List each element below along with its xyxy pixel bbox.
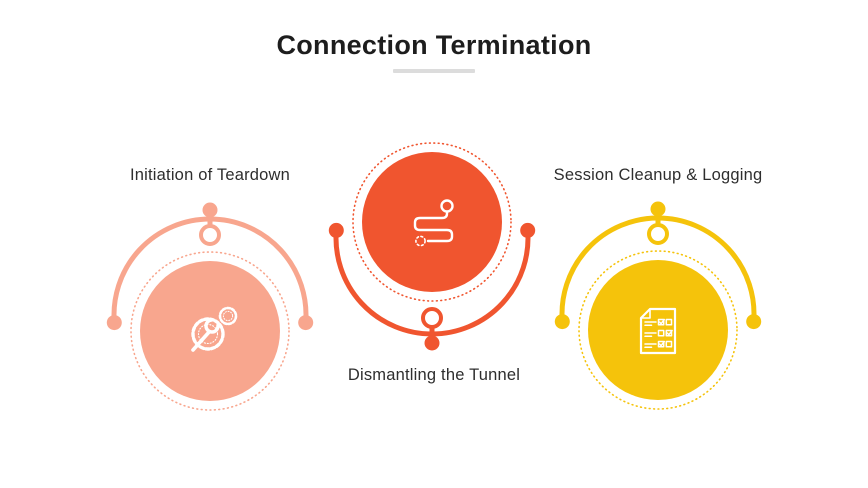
node-dismantling-the-tunnel bbox=[328, 142, 536, 351]
connector-ring bbox=[421, 307, 443, 329]
route-path bbox=[413, 211, 454, 243]
gears-wrench-icon bbox=[191, 306, 238, 352]
node-initiation-of-teardown bbox=[106, 202, 314, 411]
connector-ring bbox=[199, 224, 221, 246]
route-path-icon bbox=[413, 199, 454, 247]
route-start-dotted-circle bbox=[415, 235, 426, 247]
connector-dot-right bbox=[520, 222, 536, 238]
connector-dot-left bbox=[328, 222, 344, 238]
checkbox bbox=[657, 329, 665, 337]
large-gear bbox=[191, 317, 225, 351]
large-gear-inner-dots bbox=[197, 323, 219, 345]
checkmark bbox=[658, 318, 666, 325]
node-circle bbox=[362, 152, 502, 292]
node-session-cleanup-logging bbox=[554, 201, 762, 410]
connector-dot-top bbox=[202, 202, 218, 218]
connector-dot-left bbox=[554, 314, 570, 330]
connector-dot-bottom bbox=[424, 335, 440, 351]
document-fold bbox=[640, 308, 651, 319]
wrench-handle bbox=[191, 329, 212, 352]
checkbox bbox=[665, 329, 673, 337]
checklist-document-icon bbox=[639, 307, 677, 355]
small-gear bbox=[218, 306, 238, 326]
checkbox bbox=[657, 340, 665, 348]
node-label-session-cleanup-logging: Session Cleanup & Logging bbox=[553, 166, 763, 184]
connector-dot-right bbox=[746, 314, 762, 330]
checkmark bbox=[666, 329, 673, 336]
connector-dot-left bbox=[106, 315, 122, 331]
node-label-dismantling-the-tunnel: Dismantling the Tunnel bbox=[347, 366, 521, 384]
page-title: Connection Termination bbox=[276, 30, 592, 60]
connector-dot-top bbox=[650, 201, 666, 217]
node-dotted-ring bbox=[130, 251, 290, 411]
connector-ring bbox=[647, 223, 669, 245]
node-label-initiation-of-teardown: Initiation of Teardown bbox=[129, 166, 291, 184]
checkbox bbox=[665, 318, 673, 326]
connector-dot-right bbox=[298, 315, 314, 331]
title-underline-bar bbox=[393, 69, 475, 73]
wrench-head bbox=[204, 318, 220, 334]
checkbox bbox=[657, 318, 665, 326]
title-underline bbox=[393, 69, 475, 73]
checkbox bbox=[665, 340, 673, 348]
document-outline bbox=[639, 307, 677, 355]
node-dotted-ring bbox=[352, 142, 512, 302]
checkmark bbox=[658, 340, 666, 347]
node-dotted-ring bbox=[578, 250, 738, 410]
small-gear-inner-dots bbox=[222, 310, 234, 322]
